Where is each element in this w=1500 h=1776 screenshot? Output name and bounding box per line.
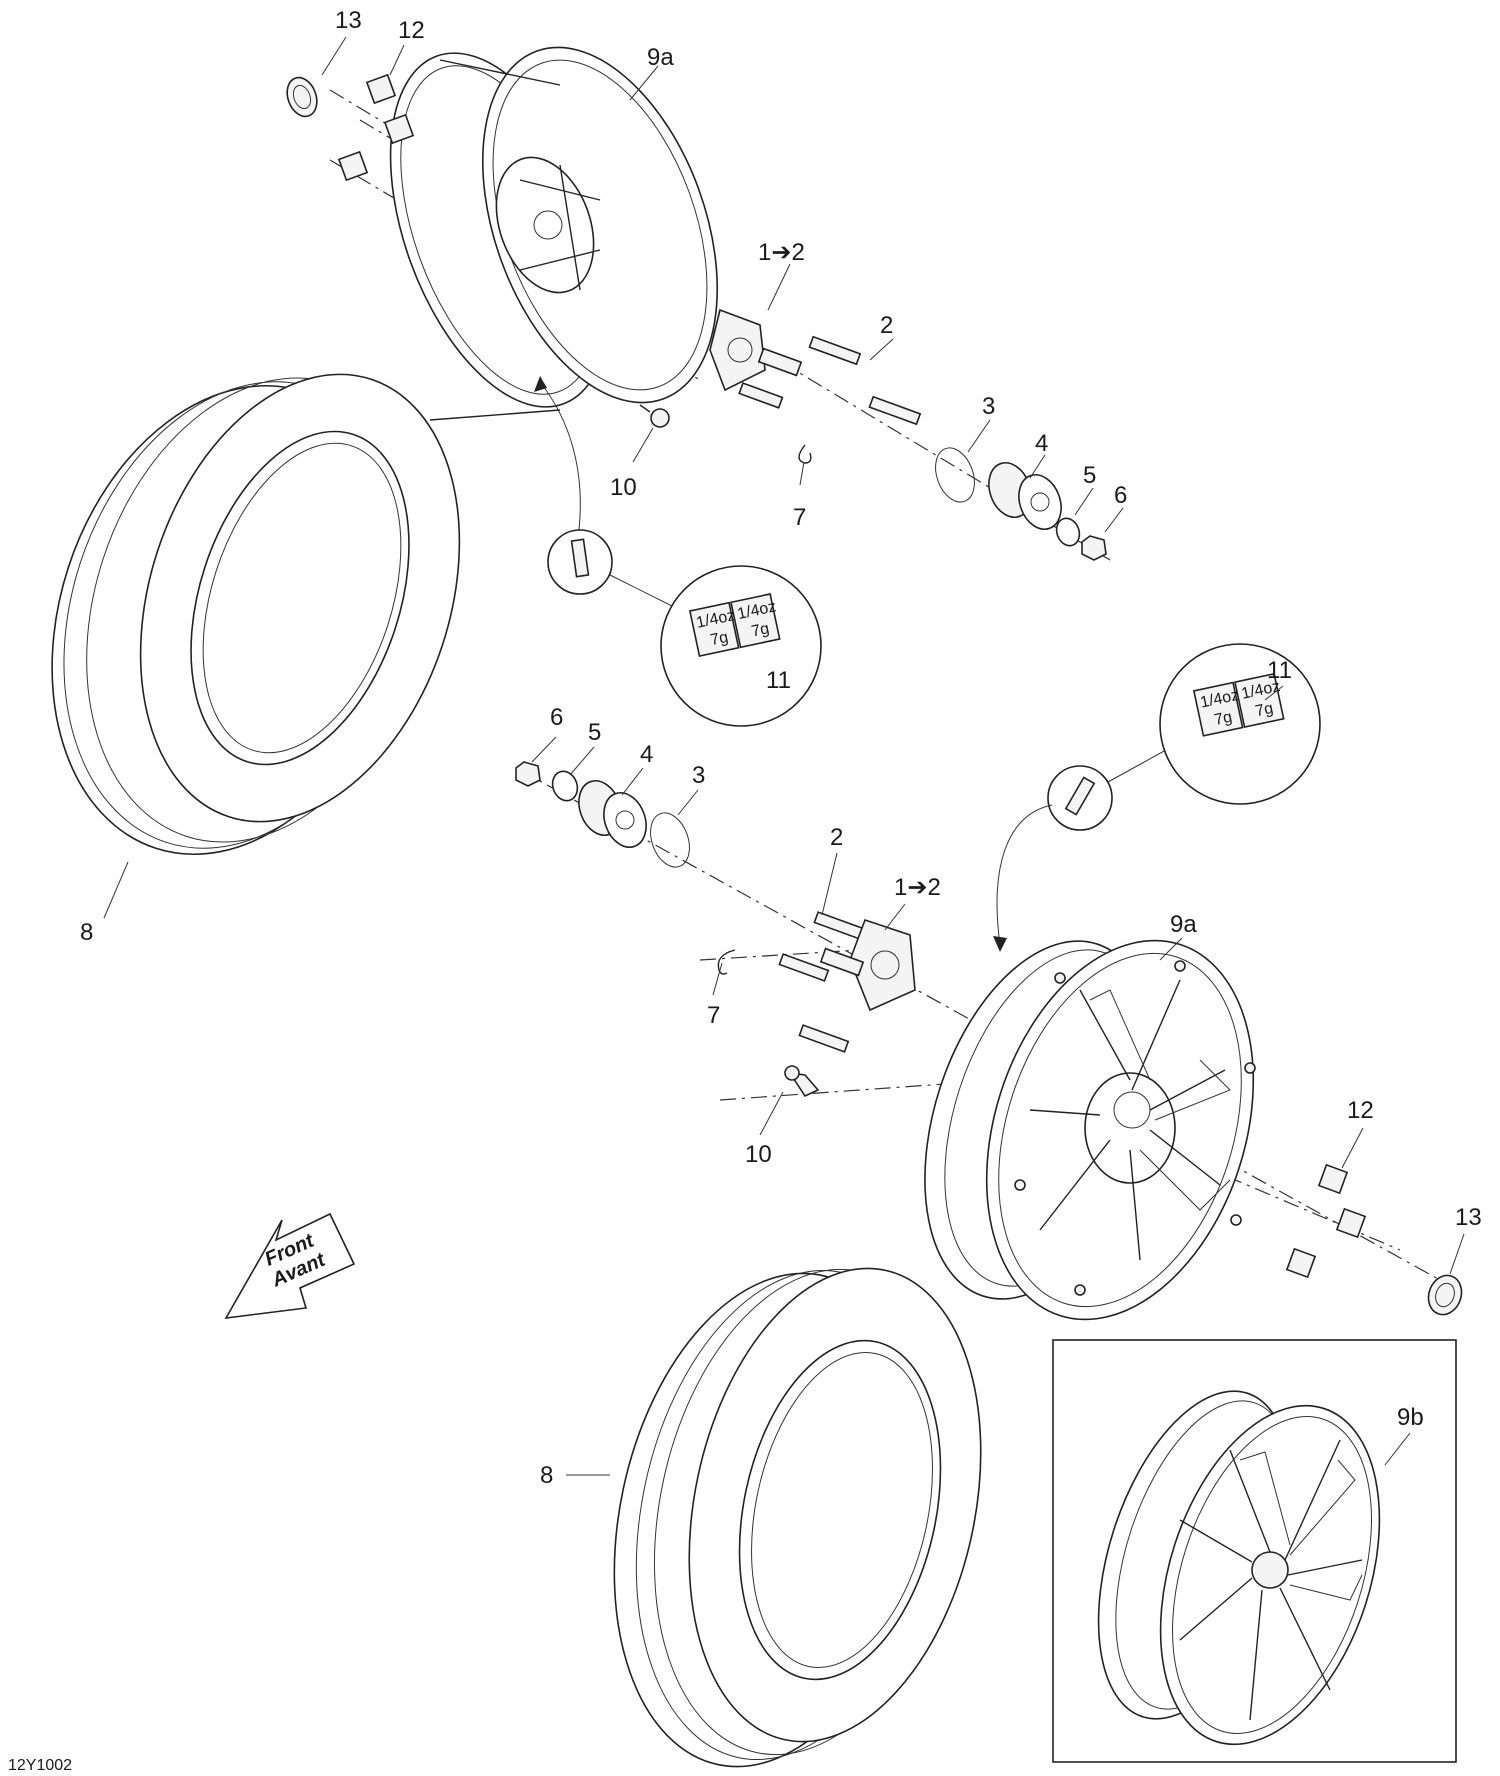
callout-3-mid: 3 — [692, 762, 705, 789]
callout-6-top: 6 — [1114, 482, 1127, 509]
leader-lines — [103, 36, 1465, 1476]
lower-wheel-assembly: 1/4oz 1/4oz 7g 7g — [515, 643, 1463, 1321]
wheel-studs-2-upper — [738, 335, 922, 426]
wheel-rim-9a-lower — [924, 939, 1256, 1321]
callout-9a-top: 9a — [647, 44, 674, 71]
washer-5-lower — [551, 770, 579, 802]
weight-label-g-4: 7g — [1254, 700, 1275, 720]
front-direction-arrow: Front Avant — [224, 1212, 356, 1319]
callout-12-top: 12 — [398, 17, 425, 44]
valve-stem-10-lower — [784, 1065, 820, 1098]
callout-4-top: 4 — [1035, 430, 1048, 457]
callout-8-left: 8 — [80, 919, 93, 946]
callout-7-mid: 7 — [707, 1002, 720, 1029]
callout-10-top: 10 — [610, 474, 637, 501]
wheel-nuts-12-upper — [337, 73, 415, 182]
callout-13-top: 13 — [335, 7, 362, 34]
nut-6-upper — [1081, 535, 1107, 561]
wheel-hub-upper — [709, 308, 803, 392]
cotter-pin-7-upper — [798, 444, 812, 464]
callout-2-top: 2 — [880, 312, 893, 339]
callout-2-mid: 2 — [830, 824, 843, 851]
balance-weight-detail-upper: 1/4oz 1/4oz 7g 7g — [534, 376, 822, 727]
callout-6-mid: 6 — [550, 704, 563, 731]
bearing-4-lower — [578, 780, 647, 848]
callout-13-mid: 13 — [1455, 1204, 1482, 1231]
circlip-3-upper — [935, 447, 975, 503]
callout-11-mid: 11 — [1267, 657, 1292, 684]
callout-8-bottom: 8 — [540, 1462, 553, 1489]
figure-code: 12Y1002 — [8, 1757, 72, 1774]
callout-5-mid: 5 — [588, 719, 601, 746]
callout-1to2-mid: 1➔2 — [894, 874, 941, 901]
weight-label-g-2: 7g — [750, 620, 771, 640]
washer-5-upper — [1055, 517, 1081, 547]
tire-8-bottom — [613, 1267, 982, 1768]
circlip-3-lower — [650, 812, 690, 868]
callout-11-top: 11 — [766, 667, 791, 694]
wheel-hub-lower — [819, 918, 916, 1012]
wheel-studs-2-lower — [778, 911, 865, 1053]
tire-8-left — [51, 373, 461, 856]
inset-wheel-9b — [1052, 1339, 1457, 1763]
weight-label-g: 7g — [709, 629, 730, 649]
wheel-nuts-12-lower — [1285, 1163, 1367, 1279]
balance-weight-detail-lower: 1/4oz 1/4oz 7g 7g — [993, 643, 1321, 952]
callout-3-top: 3 — [982, 393, 995, 420]
valve-stem-10-upper — [639, 404, 670, 428]
center-cap-13-lower — [1427, 1274, 1463, 1316]
bearing-4-upper — [988, 462, 1062, 530]
callout-5-top: 5 — [1083, 462, 1096, 489]
cotter-pin-7-lower — [717, 949, 736, 975]
callout-7-top: 7 — [793, 504, 806, 531]
weight-label-g-3: 7g — [1213, 709, 1234, 729]
nut-6-lower — [515, 761, 541, 787]
callout-labels: 13 12 9a 1➔2 2 3 4 5 6 10 7 11 8 6 5 4 3… — [80, 7, 1482, 1489]
center-cap-13-upper — [286, 76, 318, 118]
callout-9a-mid: 9a — [1170, 911, 1197, 938]
callout-4-mid: 4 — [640, 741, 653, 768]
callout-9b-inset: 9b — [1397, 1404, 1424, 1431]
callout-12-mid: 12 — [1347, 1097, 1374, 1124]
callout-10-mid: 10 — [745, 1141, 772, 1168]
wheel-rim-9a-upper — [389, 46, 719, 421]
upper-wheel-assembly: 1/4oz 1/4oz 7g 7g — [286, 46, 1111, 727]
callout-1to2-top: 1➔2 — [758, 239, 805, 266]
